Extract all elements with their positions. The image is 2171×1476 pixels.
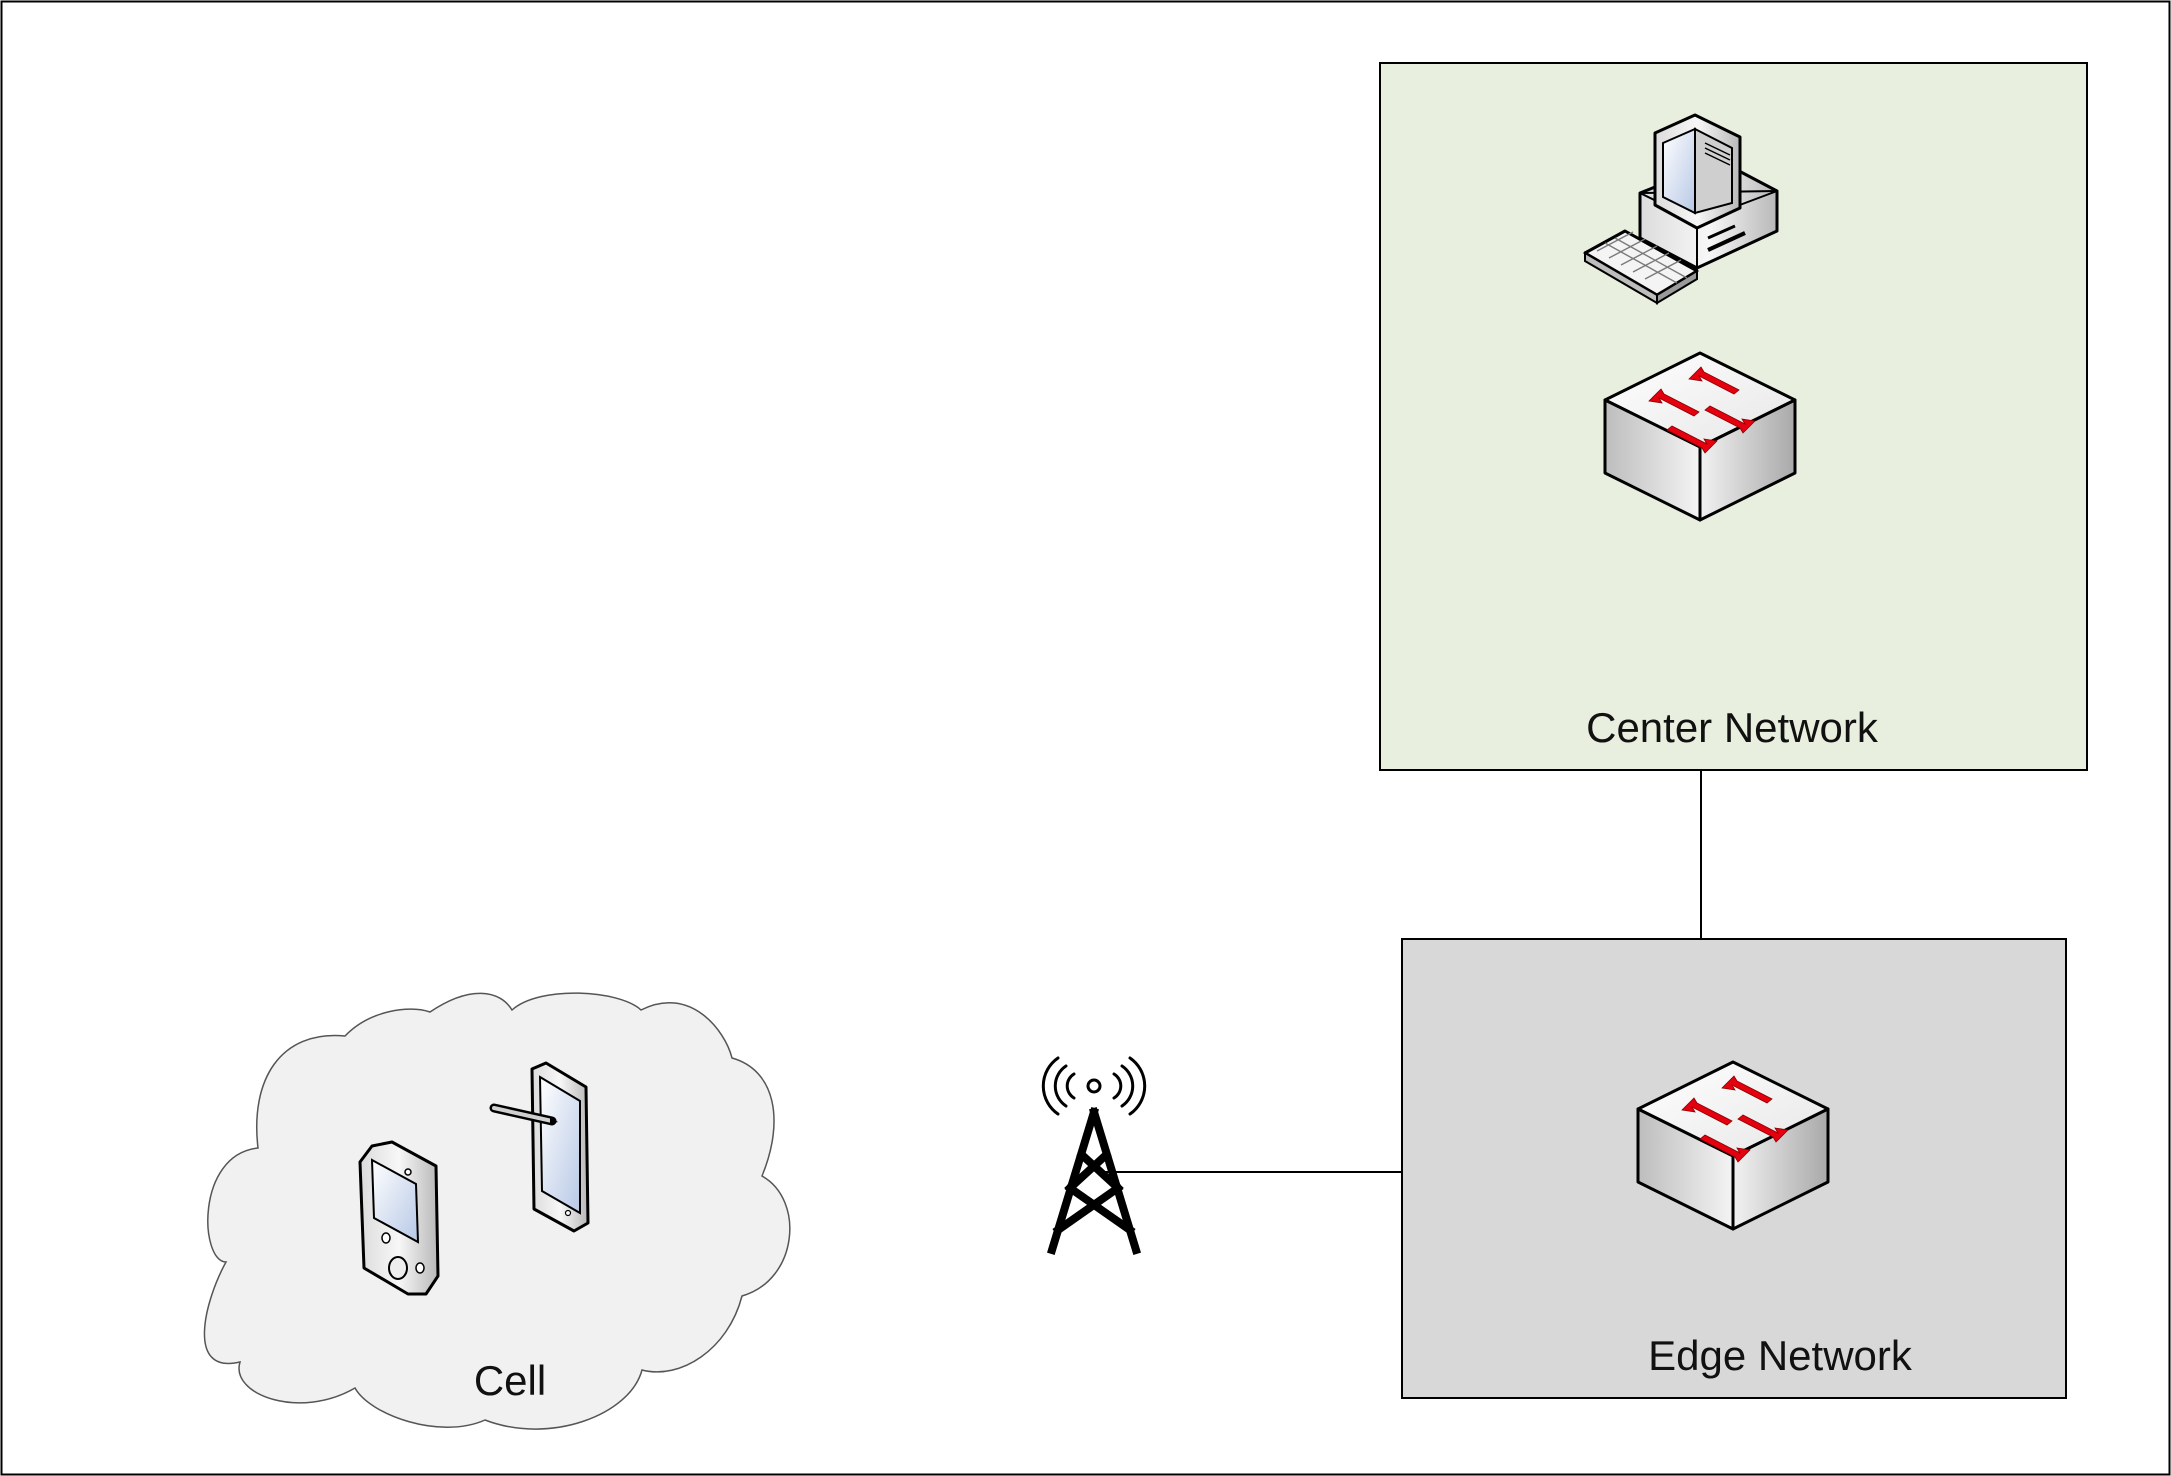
edge-network-label: Edge Network bbox=[1648, 1332, 1913, 1379]
edge-network: Edge Network bbox=[1401, 938, 2067, 1399]
pda-icon bbox=[358, 1140, 440, 1296]
cell-tower-icon bbox=[1041, 1056, 1147, 1255]
center-network-label: Center Network bbox=[1586, 704, 1879, 751]
center-network: Center Network bbox=[1379, 62, 2088, 771]
tablet-stylus-icon bbox=[489, 1061, 590, 1233]
cell: Cell bbox=[203, 992, 791, 1430]
cell-cloud bbox=[203, 992, 791, 1430]
desktop-computer-icon bbox=[1583, 113, 1779, 305]
cell-label: Cell bbox=[474, 1357, 546, 1404]
